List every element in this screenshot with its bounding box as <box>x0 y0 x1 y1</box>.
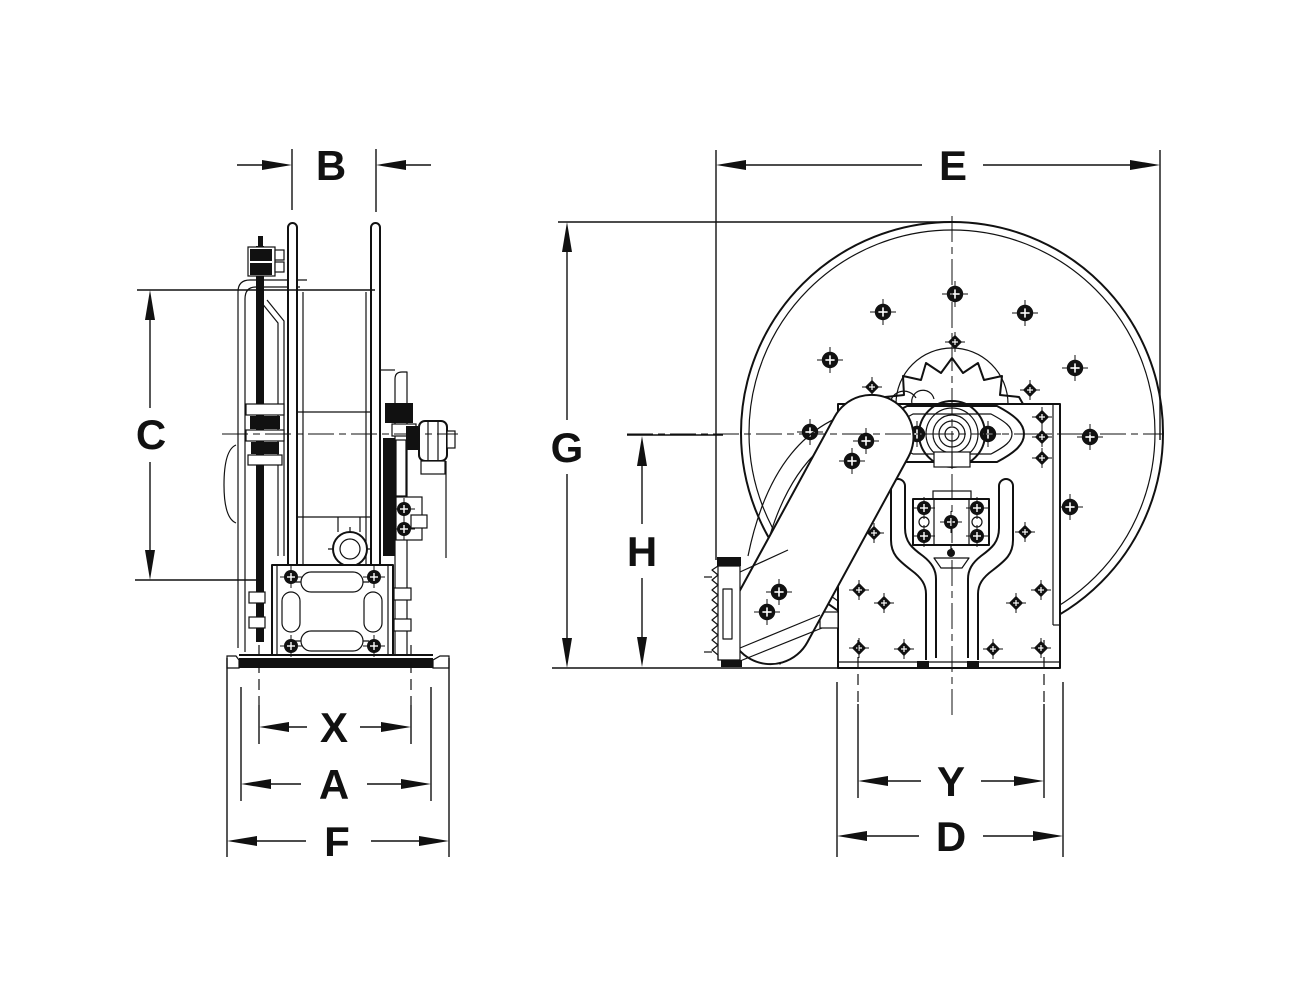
dim-y: Y <box>857 640 1045 805</box>
roller-left <box>281 591 301 633</box>
hub-assembly-left <box>245 403 285 466</box>
cover-plate-edge <box>223 444 237 524</box>
latch-bracket-side <box>392 496 428 541</box>
bent-plate-inner <box>266 299 285 556</box>
nut-flat-upper <box>274 249 285 261</box>
dim-a-label: A <box>319 761 349 808</box>
dim-g: G <box>551 221 952 669</box>
dim-f-label: F <box>324 818 350 865</box>
dim-x-label: X <box>320 704 348 751</box>
dim-h: H <box>627 434 723 667</box>
roller-top <box>300 571 364 593</box>
front-view <box>627 216 1164 718</box>
bent-plate-outer <box>260 301 279 556</box>
right-frame-plate <box>394 371 408 655</box>
dim-c: C <box>135 289 375 581</box>
base-foot-left <box>226 655 240 669</box>
dim-c-label: C <box>136 411 166 458</box>
frame-channel-outer <box>237 279 307 648</box>
dim-g-label: G <box>551 424 584 471</box>
swivel-elbow-fitting <box>406 420 456 558</box>
dim-f: F <box>226 658 450 865</box>
dim-b-label: B <box>316 142 346 189</box>
nut-flat-lower <box>274 261 285 273</box>
dim-b: B <box>237 142 431 212</box>
dim-h-label: H <box>627 528 657 575</box>
roller-bottom <box>300 630 364 652</box>
reel-flange-right <box>370 222 381 569</box>
dim-y-label: Y <box>937 758 965 805</box>
anchor-bolt-stem <box>258 236 263 248</box>
dim-a: A <box>240 687 432 808</box>
latch-bracket-front <box>704 549 823 667</box>
dim-x: X <box>258 645 412 751</box>
dim-d: D <box>836 682 1064 860</box>
side-view <box>222 222 458 669</box>
dim-d-label: D <box>936 813 966 860</box>
dim-e: E <box>715 142 1161 560</box>
roller-guide-assembly <box>248 564 412 658</box>
anchor-nut-upper <box>250 249 272 261</box>
roller-right <box>363 591 383 633</box>
dim-e-label: E <box>939 142 967 189</box>
reel-flange-left <box>287 222 298 569</box>
dimensions: B C X <box>135 142 1161 865</box>
base-plate-side <box>226 654 450 669</box>
anchor-nut-lower <box>250 263 272 275</box>
hub-assembly-right <box>383 403 417 556</box>
base-foot-right <box>432 655 450 669</box>
hose-outlet-fork <box>890 478 1014 667</box>
